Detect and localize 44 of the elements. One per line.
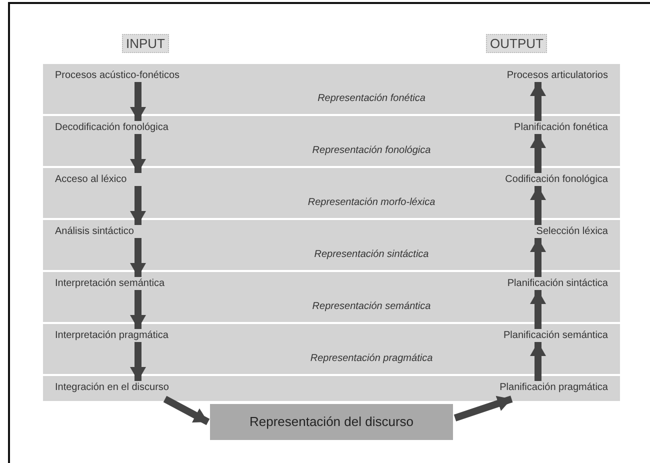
process-box: Representación del discurso — [210, 404, 453, 440]
stage-label: Codificación fonológica — [505, 174, 608, 185]
stage-band — [43, 220, 620, 270]
arrow — [530, 82, 546, 121]
stage-label: Selección léxica — [536, 226, 608, 237]
column-heading: OUTPUT — [486, 34, 548, 53]
arrow — [130, 82, 146, 121]
representation-label: Representación semántica — [312, 301, 431, 312]
stage-label: Planificación pragmática — [500, 382, 608, 393]
stage-label: Planificación sintáctica — [507, 278, 608, 289]
arrow — [130, 342, 146, 381]
arrow — [530, 134, 546, 173]
stage-label: Acceso al léxico — [55, 174, 127, 185]
arrow — [130, 238, 146, 277]
representation-label: Representación morfo-léxica — [308, 197, 436, 208]
arrow — [130, 290, 146, 329]
stage-label: Procesos acústico-fonéticos — [55, 70, 180, 81]
stage-band — [43, 116, 620, 166]
stage-band — [43, 324, 620, 374]
column-heading: INPUT — [122, 34, 169, 53]
stage-label: Planificación fonética — [514, 122, 608, 133]
stage-band — [43, 376, 620, 401]
arrow — [130, 134, 146, 173]
representation-label: Representación fonológica — [312, 145, 431, 156]
arrow — [530, 238, 546, 277]
arrow — [530, 186, 546, 225]
stage-label: Planificación semántica — [504, 330, 608, 341]
representation-label: Representación fonética — [318, 93, 426, 104]
arrow — [530, 342, 546, 381]
stage-label: Interpretación pragmática — [55, 330, 168, 341]
arrow — [163, 396, 210, 426]
representation-label: Representación sintáctica — [314, 249, 429, 260]
stage-label: Integración en el discurso — [55, 382, 169, 393]
representation-label: Representación pragmática — [310, 353, 433, 364]
stage-band — [43, 168, 620, 218]
stage-label: Interpretación semántica — [55, 278, 165, 289]
stage-band — [43, 64, 620, 114]
stage-band — [43, 272, 620, 322]
arrow — [530, 290, 546, 329]
stage-label: Análisis sintáctico — [55, 226, 134, 237]
stage-label: Procesos articulatorios — [506, 70, 608, 81]
arrow — [454, 396, 513, 422]
arrow — [130, 186, 146, 225]
stage-label: Decodificación fonológica — [55, 122, 168, 133]
